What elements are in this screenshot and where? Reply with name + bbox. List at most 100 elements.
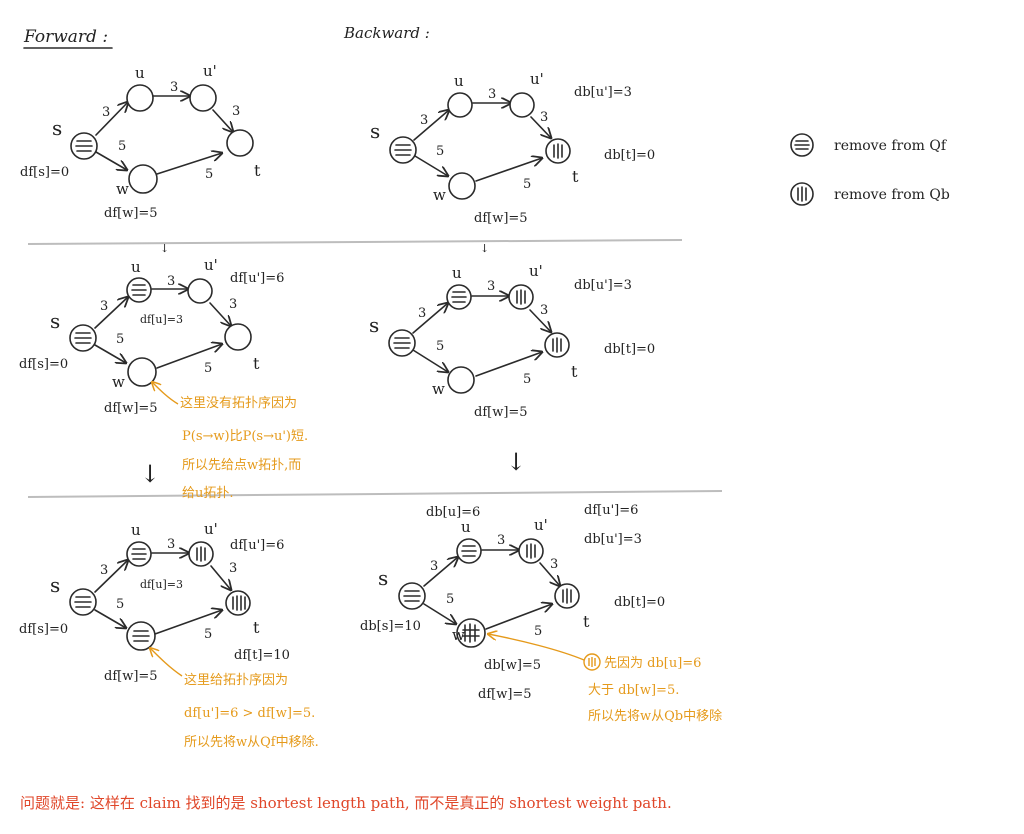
weight-s-u: 3	[418, 306, 426, 321]
label-u-prime: u'	[204, 520, 218, 538]
label-db-t: db[t]=0	[604, 148, 655, 163]
label-df-uprime: df[u']=6	[230, 271, 284, 286]
weight-u-uprime: 3	[497, 533, 505, 548]
annotation-mid: 这里没有拓扑序因为 P(s→w)比P(s→u')短. 所以先给点w拓扑,而 给u…	[180, 395, 308, 501]
legend-horizontal-marker-icon	[790, 133, 814, 157]
node-u	[126, 84, 154, 112]
divider-top	[27, 239, 683, 245]
label-t: t	[572, 167, 579, 186]
label-df-s: df[s]=0	[20, 165, 69, 180]
label-df-s: df[s]=0	[19, 357, 68, 372]
node-u	[126, 541, 152, 567]
label-df-uprime: df[u']=6	[584, 503, 638, 518]
backward-header: Backward :	[343, 24, 430, 42]
annotation-mid-line: P(s→w)比P(s→u')短.	[182, 429, 308, 444]
label-df-u: df[u]=3	[140, 578, 183, 591]
down-arrow-2: ↓	[480, 242, 489, 255]
label-u: u	[452, 264, 462, 282]
node-u-prime	[187, 278, 213, 304]
vertical-marker-icon	[583, 653, 601, 671]
label-df-w: df[w]=5	[104, 669, 158, 684]
weight-u-uprime: 3	[170, 80, 178, 95]
label-u: u	[461, 518, 471, 536]
label-s: s	[52, 116, 62, 140]
label-db-t: db[t]=0	[604, 342, 655, 357]
graph-backward-1: u u' s w t 3 3 3 5 5 db[u']=3 db[t]=0 df…	[370, 70, 655, 226]
label-w: w	[112, 373, 125, 391]
weight-w-t: 5	[523, 177, 531, 192]
annotation-bottom-left: 这里给拓扑序因为 df[u']=6 > df[w]=5. 所以先将w从Qf中移除…	[184, 672, 319, 750]
label-t: t	[254, 161, 261, 180]
node-s	[389, 136, 417, 164]
label-df-s: df[s]=0	[19, 622, 68, 637]
weight-uprime-t: 3	[229, 297, 237, 312]
node-u-prime	[188, 541, 214, 567]
down-arrow-4: ↓	[506, 448, 526, 476]
weight-u-uprime: 3	[167, 537, 175, 552]
weight-s-u: 3	[100, 299, 108, 314]
footer-note: 问题就是: 这样在 claim 找到的是 shortest length pat…	[20, 794, 672, 812]
weight-uprime-t: 3	[550, 557, 558, 572]
label-db-t: db[t]=0	[614, 595, 665, 610]
label-df-w: df[w]=5	[104, 206, 158, 221]
node-s	[388, 329, 416, 357]
weight-w-t: 5	[204, 627, 212, 642]
label-t: t	[571, 362, 578, 381]
node-s	[70, 132, 98, 160]
graph-forward-1: u u' s w t 3 3 3 5 5 df[s]=0 df[w]=5	[20, 62, 261, 221]
weight-s-u: 3	[430, 559, 438, 574]
graph-forward-2: u u' s w t 3 3 3 5 5 df[u']=6 df[u]=3 df…	[19, 256, 308, 501]
graph-forward-3: u u' s t 3 3 3 5 5 df[u']=6 df[u]=3 df[s…	[19, 520, 319, 750]
node-s	[69, 324, 97, 352]
annotation-mid-line: 这里没有拓扑序因为	[180, 395, 297, 411]
node-u	[446, 284, 472, 310]
node-w	[448, 172, 476, 200]
weight-uprime-t: 3	[232, 104, 240, 119]
annotation-bottom-right-line: 所以先将w从Qb中移除	[588, 709, 722, 724]
label-w: w	[452, 626, 465, 644]
label-u-prime: u'	[203, 62, 217, 80]
annotation-bottom-left-line: 所以先将w从Qf中移除.	[184, 735, 319, 750]
annotation-bottom-left-line: df[u']=6 > df[w]=5.	[184, 706, 315, 721]
label-db-uprime: db[u']=3	[574, 278, 632, 293]
node-w	[447, 366, 475, 394]
node-u-prime	[509, 92, 535, 118]
label-df-w: df[w]=5	[474, 405, 528, 420]
label-u-prime: u'	[534, 516, 548, 534]
graph-backward-3: u u' s w t 3 3 3 5 5 db[u]=6 df[u']=6 db…	[360, 503, 722, 724]
node-t	[545, 138, 571, 164]
label-s: s	[378, 566, 388, 590]
label-df-w: df[w]=5	[478, 687, 532, 702]
weight-uprime-t: 3	[540, 303, 548, 318]
legend-item-qb: remove from Qb	[834, 187, 950, 203]
weight-u-uprime: 3	[488, 87, 496, 102]
node-w	[126, 621, 156, 651]
down-arrow-3: ↓	[140, 460, 160, 488]
node-s	[69, 588, 97, 616]
label-s: s	[50, 573, 60, 597]
legend-vertical-marker-icon	[790, 182, 814, 206]
label-t: t	[253, 618, 260, 637]
label-u: u	[454, 72, 464, 90]
annotation-bottom-right: 先因为 db[u]=6 大于 db[w]=5. 所以先将w从Qb中移除	[583, 653, 722, 724]
label-w: w	[116, 180, 129, 198]
weight-s-w: 5	[436, 339, 444, 354]
node-w	[456, 618, 486, 648]
label-db-w: db[w]=5	[484, 658, 541, 673]
label-db-uprime: db[u']=3	[584, 532, 642, 547]
node-u-prime	[189, 84, 217, 112]
weight-u-uprime: 3	[487, 279, 495, 294]
weight-s-w: 5	[446, 592, 454, 607]
legend-item-qf: remove from Qf	[834, 138, 948, 154]
annotation-mid-line: 所以先给点w拓扑,而	[182, 458, 301, 473]
down-arrow-1: ↓	[160, 242, 169, 255]
label-u: u	[131, 521, 141, 539]
label-t: t	[583, 612, 590, 631]
label-df-u: df[u]=3	[140, 313, 183, 326]
weight-w-t: 5	[205, 167, 213, 182]
node-u	[456, 538, 482, 564]
weight-u-uprime: 3	[167, 274, 175, 289]
node-t	[544, 332, 570, 358]
node-t	[224, 323, 252, 351]
